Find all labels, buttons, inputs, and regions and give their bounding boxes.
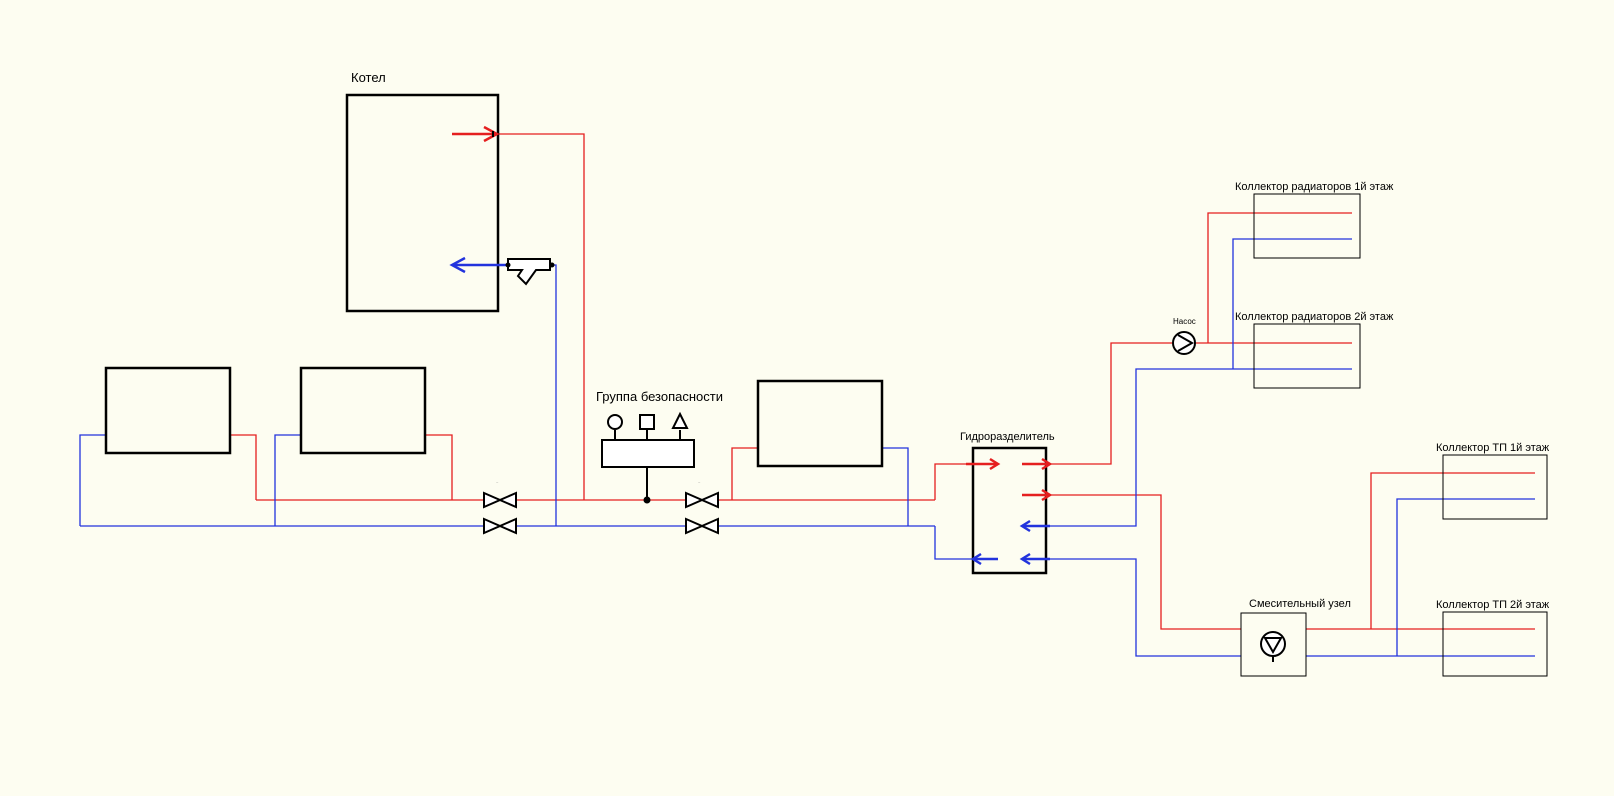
boiler: Котел	[345, 70, 555, 313]
separator-to-pump	[1048, 342, 1172, 465]
floor-manifold-1: Коллектор ТП 1й этаж	[1436, 442, 1550, 520]
radiator-2-return	[274, 434, 301, 526]
safety-group: Группа безопасности	[596, 389, 723, 504]
separator-to-mixer	[1048, 494, 1241, 630]
radiator-1-return	[79, 434, 106, 526]
hydro-separator-body	[971, 446, 1048, 575]
boiler-supply-arrow-icon	[452, 125, 500, 143]
separator-inlet-return	[934, 526, 973, 560]
radiator-manifold-2-label: Коллектор радиаторов 2й этаж	[1235, 311, 1394, 323]
separator-return-out-arrow-icon	[970, 552, 998, 566]
boiler-return-pipe	[552, 264, 557, 526]
valve-left-return-icon	[483, 517, 517, 535]
boiler-body	[345, 93, 500, 313]
boiler-return-arrow-icon	[449, 256, 510, 274]
radiator-manifold-1: Коллектор радиаторов 1й этаж	[1235, 181, 1394, 259]
supply-pipes	[230, 133, 1535, 630]
riser-to-manifold-1	[1207, 212, 1352, 343]
mixing-unit-label: Смесительный узел	[1249, 598, 1351, 610]
floor-manifold-2: Коллектор ТП 2й этаж	[1436, 599, 1550, 677]
valve-right-supply-icon	[685, 491, 719, 509]
manifolds-to-separator	[1048, 368, 1352, 527]
hydro-separator: Гидроразделитель	[960, 431, 1055, 575]
valve-left-supply-icon	[483, 491, 517, 509]
boiler-label: Котел	[351, 70, 386, 85]
riser-from-floor-manifold-1	[1396, 498, 1535, 656]
pressure-gauge-icon	[607, 414, 623, 430]
floor-manifold-1-body	[1442, 454, 1548, 520]
separator-supply-out-2-arrow-icon	[1022, 488, 1053, 502]
riser-from-manifold-1	[1232, 238, 1352, 369]
mixer-to-separator	[1048, 558, 1241, 657]
floor-manifold-2-body	[1442, 611, 1548, 677]
pump: Насос	[1172, 317, 1196, 355]
return-pipes	[79, 238, 1535, 657]
safety-valve-icon	[671, 411, 689, 429]
radiator-1-supply	[230, 434, 257, 500]
pump-icon	[1172, 331, 1196, 355]
valve-right-return-icon	[685, 517, 719, 535]
mixing-unit-body	[1240, 612, 1307, 677]
radiator-3	[756, 379, 884, 468]
radiator-manifold-2-body	[1253, 323, 1361, 389]
valve-tag-left: ~	[496, 480, 499, 485]
air-vent-icon	[639, 414, 655, 430]
radiator-manifold-1-body	[1253, 193, 1361, 259]
separator-supply-in-arrow-icon	[966, 457, 1001, 471]
strainer-filter-icon	[505, 258, 555, 286]
pump-label: Насос	[1173, 317, 1196, 326]
radiator-manifold-2: Коллектор радиаторов 2й этаж	[1235, 311, 1394, 389]
separator-inlet-supply	[934, 463, 973, 500]
floor-manifold-2-label: Коллектор ТП 2й этаж	[1436, 599, 1550, 611]
separator-supply-out-1-arrow-icon	[1022, 457, 1053, 471]
valve-tag-right: ~	[698, 480, 701, 485]
hydro-separator-label: Гидроразделитель	[960, 431, 1055, 443]
radiator-3-supply	[731, 447, 758, 500]
separator-return-in-1-arrow-icon	[1019, 519, 1050, 533]
safety-group-label: Группа безопасности	[596, 389, 723, 404]
mixing-unit: Смесительный узел	[1240, 598, 1351, 677]
riser-to-floor-manifold-1	[1370, 472, 1535, 629]
radiator-1	[104, 366, 232, 455]
boiler-supply-pipe	[484, 133, 585, 500]
floor-manifold-1-label: Коллектор ТП 1й этаж	[1436, 442, 1550, 454]
safety-group-body	[601, 439, 695, 468]
separator-return-in-2-arrow-icon	[1019, 552, 1050, 566]
radiator-2-supply	[425, 434, 453, 500]
radiator-manifold-1-label: Коллектор радиаторов 1й этаж	[1235, 181, 1394, 193]
radiator-3-return	[882, 447, 909, 526]
radiator-2	[299, 366, 427, 455]
